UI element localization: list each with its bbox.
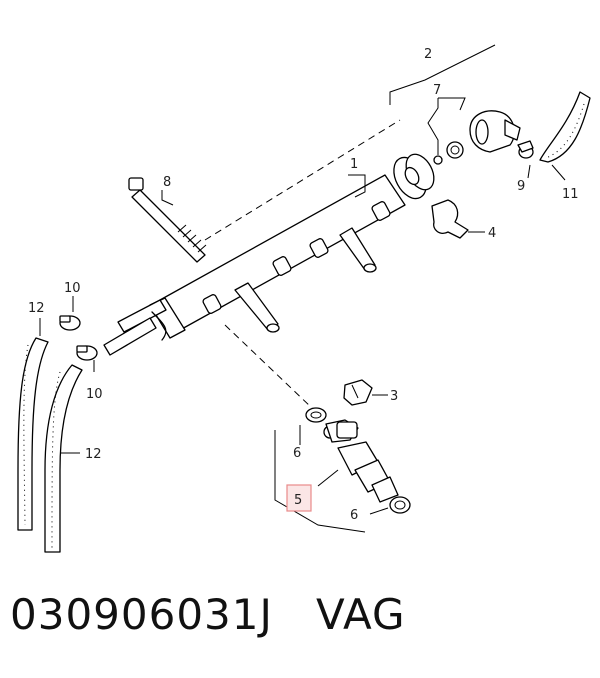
o-ring-bottom <box>389 496 411 514</box>
callout-6-top: 6 <box>293 446 301 461</box>
fuel-hose-12-right <box>44 364 83 553</box>
fuel-hose-12-left <box>17 337 49 531</box>
callout-2: 2 <box>424 47 432 62</box>
o-ring-top <box>305 407 327 423</box>
fuel-hose-11 <box>539 91 591 163</box>
hose-clamp-9 <box>517 140 534 159</box>
callout-12-side: 12 <box>85 447 102 462</box>
callout-4: 4 <box>488 226 496 241</box>
injector-clip <box>343 379 373 406</box>
bolt <box>128 177 207 263</box>
retaining-clip <box>431 199 469 239</box>
callout-12-top: 12 <box>28 301 45 316</box>
parts-diagram: 1 2 3 4 6 6 7 8 9 10 10 11 12 12 5 <box>17 44 591 553</box>
brand-name: VAG <box>315 590 406 639</box>
part-number: 030906031J <box>10 590 273 639</box>
callouts: 1 2 3 4 6 6 7 8 9 10 10 11 12 12 <box>28 47 579 523</box>
callout-5-highlight[interactable]: 5 <box>286 484 312 512</box>
callout-7: 7 <box>433 83 441 98</box>
callout-10-bottom: 10 <box>86 387 103 402</box>
leader-lines <box>39 44 566 533</box>
callout-8: 8 <box>163 175 171 190</box>
highlight-box <box>286 484 312 512</box>
callout-6-bottom: 6 <box>350 508 358 523</box>
fuel-rail <box>103 119 435 356</box>
callout-1: 1 <box>350 157 358 172</box>
callout-11: 11 <box>562 187 579 202</box>
callout-10-top: 10 <box>64 281 81 296</box>
hose-clamp-10 <box>59 315 98 361</box>
callout-3: 3 <box>390 389 398 404</box>
callout-9: 9 <box>517 179 525 194</box>
callout-5: 5 <box>294 493 302 508</box>
part-number-caption: 030906031J VAG <box>10 590 406 639</box>
pressure-regulator <box>433 110 521 165</box>
fuel-injector <box>323 419 399 503</box>
